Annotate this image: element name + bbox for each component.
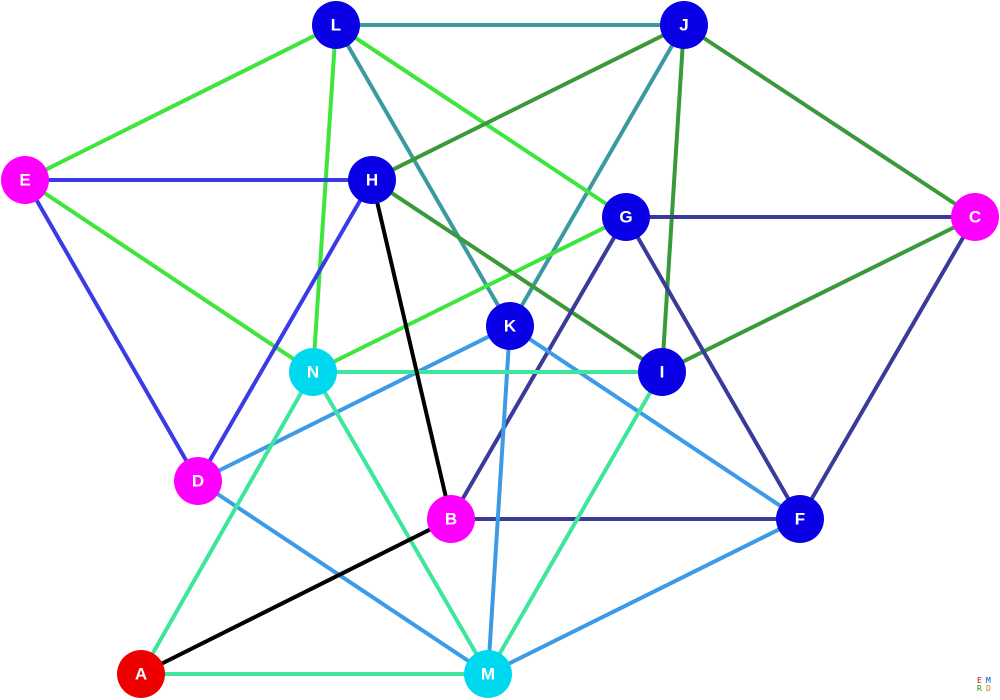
edge-e-d [23, 179, 200, 482]
edge-n-m [311, 370, 490, 676]
node-circle [660, 1, 708, 49]
node-circle [602, 193, 650, 241]
node-f: F [776, 495, 824, 543]
node-c: C [951, 193, 999, 241]
edge-b-a [140, 517, 452, 676]
node-k: K [486, 302, 534, 350]
node-e: E [1, 156, 49, 204]
node-d: D [174, 457, 222, 505]
node-label: F [795, 510, 805, 529]
logo-letter: M [986, 676, 991, 685]
node-h: H [348, 156, 396, 204]
node-label: C [969, 208, 981, 227]
edge-e-n [23, 178, 315, 374]
node-label: D [192, 472, 204, 491]
node-circle [464, 650, 512, 698]
node-j: J [660, 1, 708, 49]
edge-h-i [370, 178, 664, 374]
edge-n-a [139, 371, 315, 675]
node-circle [1, 156, 49, 204]
edge-k-f [508, 324, 802, 521]
edge-d-m [196, 479, 490, 676]
edge-l-n [311, 24, 338, 373]
node-label: B [445, 510, 457, 529]
edge-h-d [196, 178, 374, 483]
node-m: M [464, 650, 512, 698]
edge-k-m [486, 325, 512, 675]
edge-j-i [660, 24, 686, 373]
node-label: N [307, 363, 319, 382]
edge-g-n [312, 215, 627, 374]
node-g: G [602, 193, 650, 241]
node-circle [427, 495, 475, 543]
node-label: I [660, 363, 665, 382]
node-n: N [289, 348, 337, 396]
logo-letter: R [977, 684, 982, 693]
node-circle [486, 302, 534, 350]
edge-c-f [798, 215, 977, 521]
node-l: L [312, 1, 360, 49]
node-circle [638, 348, 686, 396]
node-circle [289, 348, 337, 396]
node-a: A [117, 650, 165, 698]
node-circle [776, 495, 824, 543]
edge-l-e [24, 23, 337, 182]
edge-g-f [624, 216, 802, 520]
node-label: M [481, 665, 495, 684]
edge-j-k [508, 23, 686, 328]
edge-l-k [334, 23, 512, 328]
node-circle [312, 1, 360, 49]
node-i: I [638, 348, 686, 396]
node-label: H [366, 171, 378, 190]
edge-layer [23, 23, 977, 676]
edge-h-b [370, 179, 453, 520]
edge-g-b [449, 215, 628, 521]
edge-k-d [197, 324, 511, 483]
logo-letter: D [986, 684, 991, 693]
edge-l-g [334, 23, 628, 219]
node-b: B [427, 495, 475, 543]
node-label: E [19, 171, 30, 190]
edge-i-m [486, 371, 664, 675]
node-circle [951, 193, 999, 241]
edge-j-c [682, 23, 977, 219]
node-circle [174, 457, 222, 505]
node-label: J [679, 16, 688, 35]
node-label: A [135, 665, 147, 684]
node-label: K [504, 317, 517, 336]
edge-c-i [661, 215, 976, 374]
edge-j-h [371, 23, 685, 182]
edge-f-m [487, 517, 801, 676]
node-circle [117, 650, 165, 698]
node-circle [348, 156, 396, 204]
node-label: G [619, 208, 632, 227]
logo-letter: E [977, 676, 982, 685]
node-label: L [331, 16, 341, 35]
